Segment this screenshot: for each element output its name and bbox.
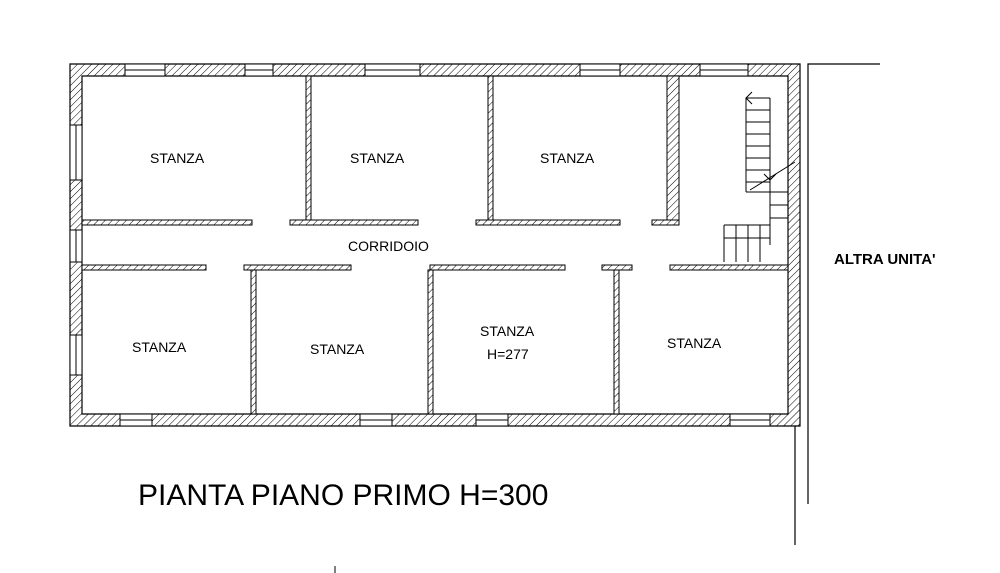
staircase xyxy=(723,91,796,262)
room-label-bottom-3: STANZA xyxy=(480,323,535,339)
room-label-top-2: STANZA xyxy=(350,150,405,166)
room-label-top-1: STANZA xyxy=(150,150,205,166)
plan-title: PIANTA PIANO PRIMO H=300 xyxy=(138,479,548,512)
interior-walls xyxy=(81,75,789,415)
room-label-top-3: STANZA xyxy=(540,150,595,166)
room-label-bottom-4: STANZA xyxy=(667,335,722,351)
outer-wall xyxy=(69,63,801,427)
room-label-bottom-2: STANZA xyxy=(310,341,365,357)
neighbor-unit-label: ALTRA UNITA' xyxy=(834,251,936,268)
corridor-label: CORRIDOIO xyxy=(348,238,429,254)
room-height-bottom-3: H=277 xyxy=(487,346,529,362)
windows xyxy=(69,63,771,427)
neighbor-boundary xyxy=(794,63,880,545)
room-label-bottom-1: STANZA xyxy=(132,339,187,355)
